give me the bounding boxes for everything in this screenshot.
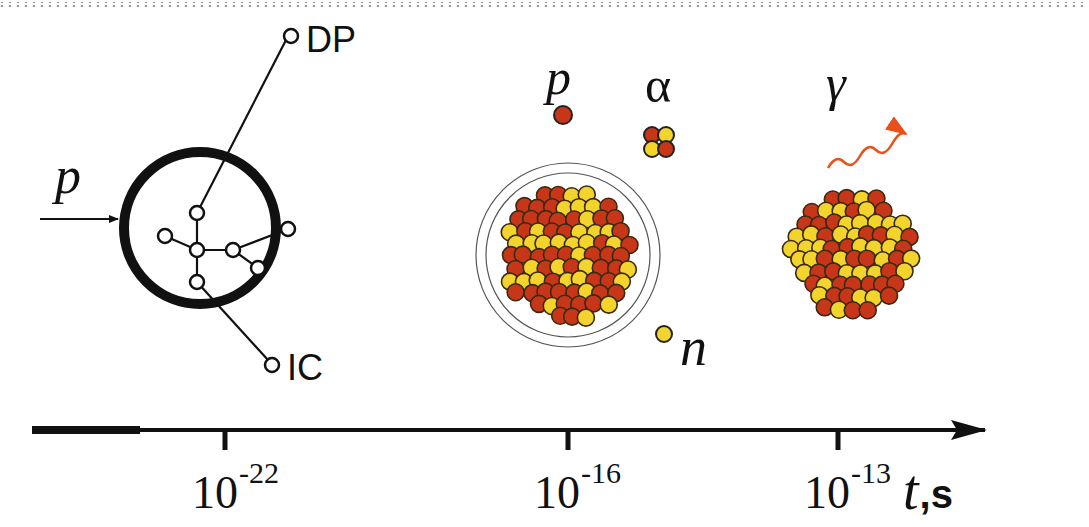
particle-label: γ [826, 58, 846, 108]
axis-thick [32, 426, 140, 434]
tick-base: 10 [192, 470, 238, 516]
incoming-arrow [40, 218, 118, 220]
particle-label: p [55, 150, 81, 202]
emitted-particles [554, 106, 674, 342]
gamma-wave [828, 133, 906, 168]
tick-base: 10 [534, 470, 580, 516]
exit-label: IC [287, 350, 323, 386]
shell-ring [476, 163, 660, 347]
particle-label: n [680, 320, 707, 374]
cascade-circle [124, 29, 298, 372]
tick-exponent: -16 [581, 458, 621, 488]
time-axis [140, 428, 985, 432]
axis-unit: ,s [920, 474, 953, 514]
particle-label: α [645, 60, 671, 110]
dotted-rule [0, 2, 1089, 7]
tick-base: 10 [804, 470, 850, 516]
excited-nucleus [501, 186, 638, 326]
tick-exponent: -13 [851, 458, 891, 488]
shell-ring [486, 173, 650, 337]
tick-exponent: -22 [239, 458, 279, 488]
exit-label: DP [306, 22, 356, 58]
ground-nucleus [782, 190, 919, 319]
axis-label: t [903, 462, 919, 518]
particle-label: p [546, 52, 571, 102]
axis-ticks [225, 430, 838, 450]
